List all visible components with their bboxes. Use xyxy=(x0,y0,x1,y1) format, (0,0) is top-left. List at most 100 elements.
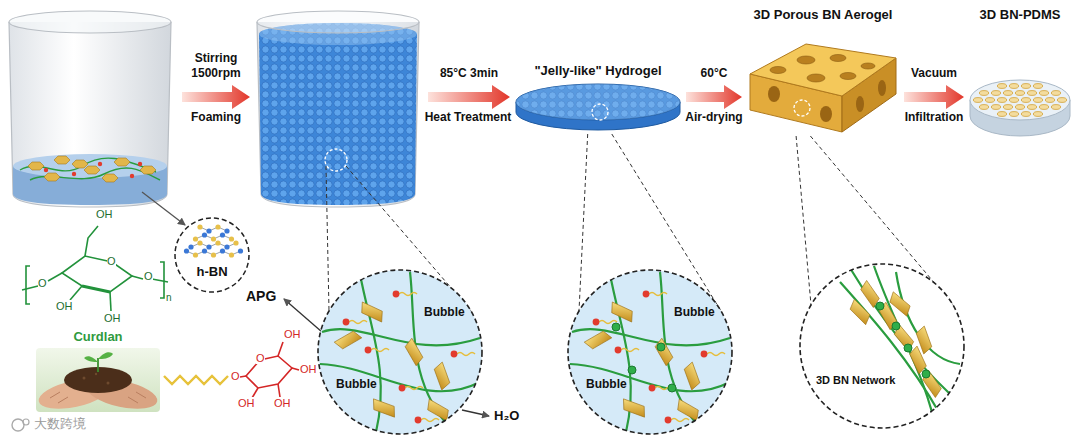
zoom-circle xyxy=(175,218,249,292)
process-step: Stirring xyxy=(195,52,238,66)
pore xyxy=(991,105,1000,110)
crosslink-dot xyxy=(922,370,930,378)
pore xyxy=(997,112,1006,117)
crosslink-dot xyxy=(628,366,636,374)
pore xyxy=(1015,91,1024,96)
apg-head xyxy=(593,319,600,326)
pore xyxy=(861,63,875,69)
chem-atom: O xyxy=(256,352,265,364)
lattice-atom xyxy=(193,252,198,257)
bn-platelet xyxy=(620,399,648,417)
composite-disk-shape xyxy=(966,8,1074,138)
pore xyxy=(797,56,815,64)
apg-tail xyxy=(649,293,667,296)
lattice-atom xyxy=(224,228,229,233)
bn-platelet xyxy=(403,338,425,366)
composite-disk: 3D BN-PDMS xyxy=(966,8,1074,138)
bn-platelet xyxy=(433,362,451,390)
watermark-icon xyxy=(12,419,29,431)
pore xyxy=(1021,84,1030,89)
curdlan-fiber xyxy=(320,364,480,391)
lattice-atom xyxy=(229,252,234,257)
pore xyxy=(1033,84,1042,89)
process-step: Infiltration xyxy=(905,111,964,125)
chem-atom: OH xyxy=(284,328,301,340)
pore xyxy=(979,105,988,110)
chem-atom: O xyxy=(107,255,116,267)
apg-head xyxy=(665,417,672,424)
pore xyxy=(1045,98,1054,103)
zoom-label: Bubble xyxy=(422,306,467,320)
bn-platelet xyxy=(584,329,612,351)
chem-atom: O xyxy=(231,370,240,382)
aerogel-block-shape xyxy=(744,8,902,136)
pore xyxy=(991,91,1000,96)
bn-platelet xyxy=(358,302,386,322)
chem-atom: O xyxy=(38,277,47,289)
lattice-atom xyxy=(206,228,211,233)
pore xyxy=(840,73,856,80)
process-step: 85°C 3min xyxy=(440,67,498,81)
process-step: Air-drying xyxy=(685,111,742,125)
zoom-circle xyxy=(318,270,482,434)
arrow-label: 60°C xyxy=(701,67,728,81)
apg-head xyxy=(649,385,656,392)
chem-atom: n xyxy=(166,292,172,303)
bn-platelet xyxy=(370,399,398,417)
hydrogel-dish: "Jelly-like" Hydrogel xyxy=(512,64,684,134)
apg-tail xyxy=(371,349,389,352)
material-name: H₂O xyxy=(494,409,519,424)
pore xyxy=(768,86,780,102)
disk-top xyxy=(970,80,1070,120)
zoom-label: h-BN xyxy=(196,265,227,280)
pore xyxy=(997,98,1006,103)
zoom-ground xyxy=(568,270,732,434)
pore xyxy=(1021,98,1030,103)
material-name: APG xyxy=(246,288,276,304)
bn-platelet xyxy=(920,370,943,397)
lattice-atom xyxy=(215,240,220,245)
apg-head xyxy=(393,291,400,298)
bn-platelet xyxy=(608,302,636,322)
curdlan-fiber xyxy=(896,272,960,364)
pore xyxy=(830,55,846,62)
apg-tail xyxy=(405,387,423,390)
apg-head xyxy=(415,417,422,424)
bn-platelet xyxy=(653,338,675,366)
hbn-zoom-circle-shape xyxy=(174,217,250,293)
chem-atom: OH xyxy=(104,312,121,324)
zoom-spot xyxy=(794,100,810,116)
lattice-atom xyxy=(193,236,198,241)
lattice-atom xyxy=(229,236,234,241)
process-arrow xyxy=(904,85,964,109)
bn-platelet xyxy=(424,399,452,421)
process-step: Heat Treatment xyxy=(425,111,512,125)
pore xyxy=(985,98,994,103)
lattice-atom xyxy=(197,224,202,229)
foam-zoom-circle-shape xyxy=(318,270,482,434)
lattice-atom xyxy=(211,236,216,241)
stage-title: "Jelly-like" Hydrogel xyxy=(534,64,661,79)
lattice-atom xyxy=(206,244,211,249)
bn-platelet xyxy=(334,329,362,351)
zoom-label: Bubble xyxy=(672,306,717,320)
process-arrow xyxy=(182,85,250,109)
zoom-content xyxy=(570,272,730,432)
aerogel-block: 3D Porous BN Aerogel xyxy=(744,8,902,136)
beaker xyxy=(9,11,171,207)
bn-platelet xyxy=(683,362,701,390)
pore xyxy=(1021,112,1030,117)
apg-head xyxy=(701,351,708,358)
bn-platelet xyxy=(887,292,913,316)
apg-tail xyxy=(621,349,639,352)
pore xyxy=(856,96,864,112)
soil-photo xyxy=(36,348,160,414)
apg-sugar xyxy=(240,342,299,398)
hydrogel-sheen xyxy=(516,84,680,120)
process-arrow xyxy=(686,85,742,109)
apg-tail xyxy=(707,353,725,356)
hydrogel-surface xyxy=(516,84,680,120)
lattice-atom xyxy=(224,244,229,249)
pore xyxy=(1027,91,1036,96)
apg-head xyxy=(399,385,406,392)
